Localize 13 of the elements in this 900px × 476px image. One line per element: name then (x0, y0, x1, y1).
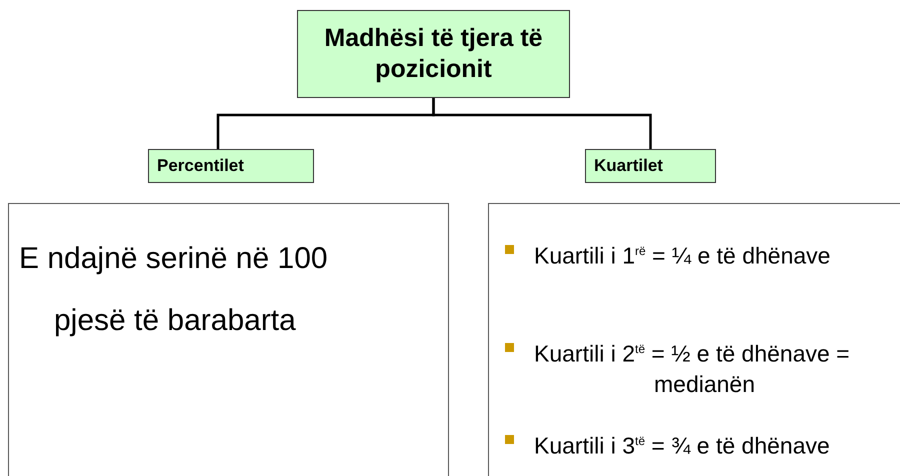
label-box (148, 149, 314, 183)
label-box (585, 149, 716, 183)
panel-text: E ndajnë serinë në 100 pjesë të barabarta (19, 241, 329, 339)
connector-line (432, 98, 652, 149)
list-item-text: Kuartili i 3$^{të}$ = ¾ e të dhënave (534, 432, 831, 461)
text-panel (8, 203, 449, 476)
list-panel (488, 203, 900, 476)
label-box (297, 10, 570, 98)
box-label: Madhësi të tjera të pozicionit (323, 22, 544, 85)
list-item-text: Kuartili i 1$^{rë}$ = ¼ e të dhënave (534, 242, 832, 271)
box-label: Kuartilet (594, 155, 663, 177)
box-label: Percentilet (157, 155, 244, 177)
list-item-text: Kuartili i 2$^{të}$ = ½ e të dhënave = medianën (534, 340, 851, 399)
